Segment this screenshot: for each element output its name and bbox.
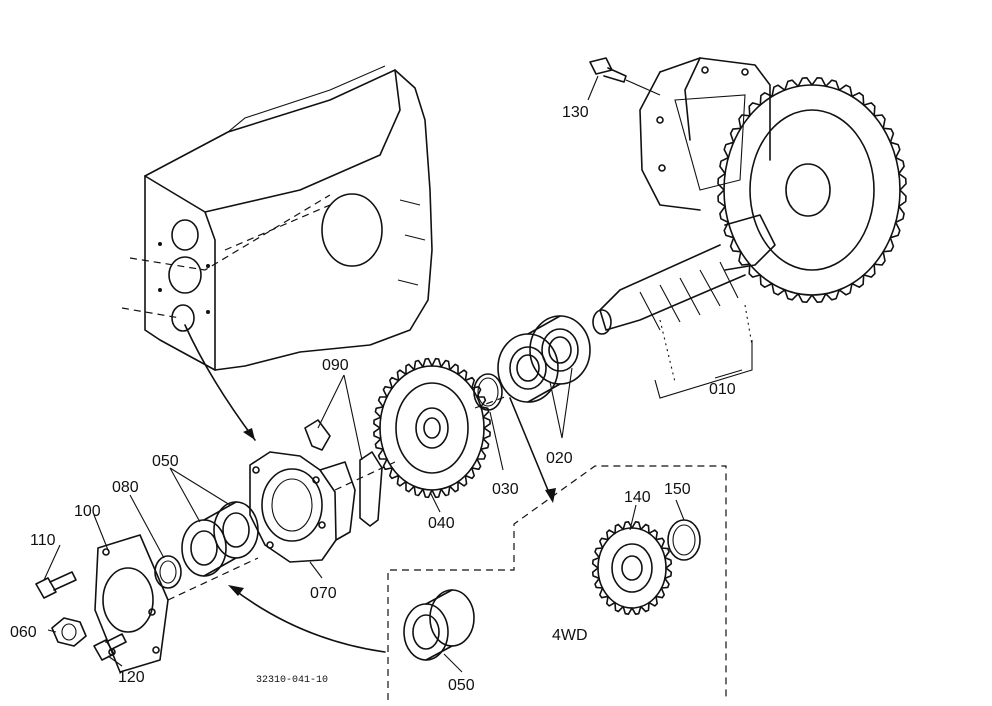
bearing-pair-020: [497, 315, 591, 403]
leader-lines: [43, 75, 743, 673]
label-120: 120: [118, 669, 145, 686]
label-040: 040: [428, 515, 455, 532]
inset-bearing-050: [403, 589, 475, 661]
inset-4wd-border: [387, 465, 727, 700]
drawing-code: 32310-041-10: [256, 675, 328, 686]
bearing-housing-070: [249, 451, 356, 563]
label-140: 140: [624, 489, 651, 506]
assembly-axis-mid: [474, 394, 511, 409]
transmission-housing: [121, 65, 433, 371]
bolt-120: [93, 633, 127, 661]
label-110: 110: [30, 532, 56, 549]
bolt-130: [589, 57, 661, 96]
gear140-teeth-outline: [591, 521, 673, 615]
ring-teeth-outline: [717, 77, 907, 303]
assembly-arrow-bearing: [231, 587, 386, 653]
nut-060: [51, 617, 87, 647]
ring-gear-assembly: [592, 57, 907, 399]
label-050: 050: [152, 453, 179, 470]
snap-ring-030: [473, 373, 503, 411]
bolt-110: [35, 571, 77, 599]
label-150: 150: [664, 481, 691, 498]
assembly-arrow-4wd: [509, 397, 553, 501]
seal-080: [154, 555, 182, 589]
gear-040: [373, 357, 491, 499]
label-010: 010: [709, 381, 736, 398]
cover-100: [94, 534, 169, 673]
label-020: 020: [546, 450, 573, 467]
label-080: 080: [112, 479, 139, 496]
inset-4wd-label: 4WD: [552, 627, 588, 644]
snap-ring-150: [667, 519, 701, 561]
label-inset-050: 050: [448, 677, 475, 694]
assembly-arrow-housing: [184, 324, 256, 441]
label-070: 070: [310, 585, 337, 602]
label-060: 060: [10, 624, 37, 641]
label-100: 100: [74, 503, 101, 520]
assembly-axis-lower: [167, 461, 396, 601]
label-130: 130: [562, 104, 589, 121]
label-090: 090: [322, 357, 349, 374]
label-030: 030: [492, 481, 519, 498]
gear40-teeth-outline: [373, 357, 491, 499]
shim-090: [304, 419, 383, 527]
bearing-pair-050: [181, 501, 259, 577]
gear-140: [591, 521, 673, 615]
